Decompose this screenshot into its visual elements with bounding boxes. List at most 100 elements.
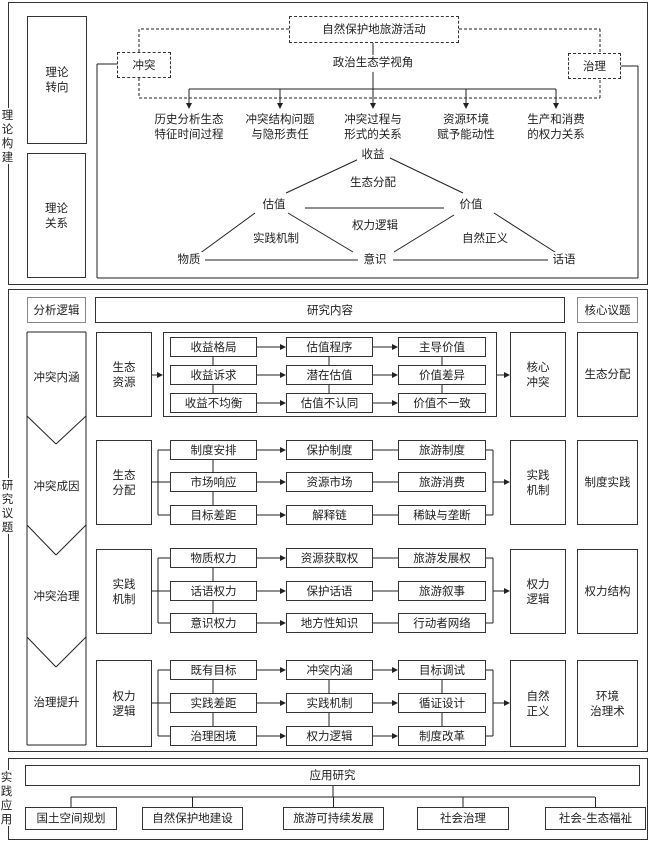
- node-estimate: 估值: [258, 197, 290, 212]
- content-cell-label: 主导价值: [419, 339, 465, 354]
- perspective-label: 政治生态学视角: [323, 55, 423, 70]
- row-output-box-label: 实践 机制: [526, 467, 550, 497]
- content-cell-label: 目标差距: [190, 507, 237, 522]
- core-issue-box: 环境 治理术: [577, 660, 638, 747]
- connector-line: [285, 157, 362, 194]
- application-item-2: 旅游可持续发展: [283, 807, 384, 830]
- stage-1-label: 冲突成因: [33, 479, 80, 493]
- node-value-label: 价值: [459, 197, 483, 211]
- row-output-box: 自然 正义: [510, 660, 566, 747]
- content-cell: 资源获取权: [286, 548, 373, 568]
- aspect-label-3: 资源环境 赋予能动性: [420, 112, 512, 142]
- core-issue-box: 制度实践: [577, 440, 638, 525]
- core-issue-box-label: 权力结构: [584, 584, 631, 598]
- content-cell: 实践差距: [170, 693, 257, 713]
- theory-turn-box: 理论转向: [27, 16, 87, 144]
- content-cell-label: 旅游叙事: [419, 583, 465, 598]
- connector-line: [493, 212, 559, 255]
- connector-line: [393, 214, 455, 253]
- node-estimate-label: 估值: [262, 197, 286, 211]
- content-cell-label: 资源获取权: [300, 550, 359, 565]
- content-cell-label: 价值差异: [419, 367, 465, 382]
- aspect-label-0-label: 历史分析生态 特征时间过程: [154, 112, 224, 141]
- content-cell-label: 市场响应: [190, 474, 237, 489]
- row-output-box-label: 自然 正义: [526, 688, 550, 718]
- content-group-frame: [163, 332, 497, 417]
- node-benefit-label: 收益: [361, 147, 385, 161]
- chevron-line: [55, 415, 87, 445]
- content-cell-label: 制度安排: [190, 442, 237, 457]
- node-consciousness: 意识: [359, 252, 391, 267]
- content-cell-label: 冲突内涵: [306, 662, 353, 677]
- content-cell-label: 收益格局: [190, 339, 237, 354]
- row-output-box: 权力 逻辑: [510, 549, 566, 634]
- content-cell: 循证设计: [398, 693, 486, 713]
- content-cell-label: 治理困境: [190, 728, 237, 743]
- governance-box: 治理: [568, 53, 621, 79]
- relation-eco_distribution-label: 生态分配: [350, 175, 396, 189]
- content-cell: 保护制度: [286, 440, 373, 460]
- content-cell-label: 资源市场: [306, 474, 353, 489]
- relation-practice_mechanism: 实践机制: [247, 231, 305, 246]
- content-cell: 稀缺与垄断: [398, 505, 486, 525]
- stage-0-label: 冲突内涵: [33, 370, 80, 384]
- aspect-label-1-label: 冲突结构问题 与隐形责任: [245, 112, 315, 141]
- aspect-label-1: 冲突结构问题 与隐形责任: [234, 112, 326, 142]
- content-cell: 资源市场: [286, 472, 373, 492]
- row-input-box: 实践 机制: [96, 549, 152, 634]
- content-cell-label: 地方性知识: [300, 615, 359, 630]
- content-cell-label: 既有目标: [190, 662, 237, 677]
- chevron-line: [26, 636, 57, 668]
- stage-3-label: 治理提升: [33, 695, 80, 709]
- application-item-1-label: 自然保护地建设: [152, 811, 233, 825]
- node-benefit: 收益: [357, 147, 389, 162]
- row-output-box-label: 权力 逻辑: [526, 576, 550, 606]
- content-cell: 目标差距: [170, 505, 257, 525]
- content-cell: 潜在估值: [286, 365, 373, 385]
- content-cell-label: 保护话语: [306, 583, 353, 598]
- header-analysis-logic: 分析逻辑: [27, 297, 86, 323]
- theory-relation-box: 理论关系: [27, 153, 86, 278]
- content-cell: 权力逻辑: [286, 726, 373, 746]
- row-input-box: 生态 分配: [96, 440, 152, 525]
- section-label-practice: 实践应用: [0, 770, 13, 826]
- content-cell: 收益不均衡: [170, 393, 257, 413]
- stage-0: 冲突内涵: [28, 370, 85, 385]
- node-value: 价值: [455, 197, 487, 212]
- content-cell: 价值差异: [398, 365, 486, 385]
- content-cell: 既有目标: [170, 660, 257, 680]
- content-cell-label: 目标调试: [419, 662, 465, 677]
- stage-2-label: 冲突治理: [33, 589, 80, 603]
- content-cell-label: 旅游制度: [419, 442, 465, 457]
- core-issue-box: 权力结构: [577, 549, 638, 634]
- content-cell: 旅游制度: [398, 440, 486, 460]
- content-cell-label: 制度改革: [419, 728, 465, 743]
- content-cell-label: 循证设计: [419, 695, 465, 710]
- content-cell: 意识权力: [170, 613, 257, 633]
- content-cell-label: 实践机制: [306, 695, 353, 710]
- relation-power_logic-label: 权力逻辑: [352, 218, 398, 232]
- core-issue-box-label: 环境 治理术: [590, 688, 625, 718]
- content-cell: 估值程序: [286, 337, 373, 357]
- content-cell-label: 实践差距: [190, 695, 237, 710]
- application-item-3: 社会治理: [417, 807, 509, 830]
- core-issue-box-label: 生态分配: [584, 367, 631, 381]
- content-cell: 物质权力: [170, 548, 257, 568]
- content-cell-label: 潜在估值: [306, 367, 353, 382]
- content-cell-label: 估值程序: [306, 339, 353, 354]
- stage-2: 冲突治理: [28, 589, 85, 604]
- content-cell-label: 解释链: [312, 507, 347, 522]
- content-cell-label: 保护制度: [306, 442, 353, 457]
- aspect-label-2: 冲突过程与 形式的关系: [327, 112, 419, 142]
- content-cell: 行动者网络: [398, 613, 486, 633]
- chevron-line: [26, 524, 57, 556]
- core-issue-box-label: 制度实践: [584, 475, 631, 489]
- content-cell-label: 权力逻辑: [306, 728, 353, 743]
- content-cell: 收益格局: [170, 337, 257, 357]
- content-cell-label: 稀缺与垄断: [413, 507, 471, 522]
- activity-label: 自然保护地旅游活动: [322, 22, 426, 36]
- theory-relation-label: 理论关系: [45, 200, 68, 230]
- content-cell: 解释链: [286, 505, 373, 525]
- content-cell: 治理困境: [170, 726, 257, 746]
- content-cell-label: 价值不一致: [413, 395, 471, 410]
